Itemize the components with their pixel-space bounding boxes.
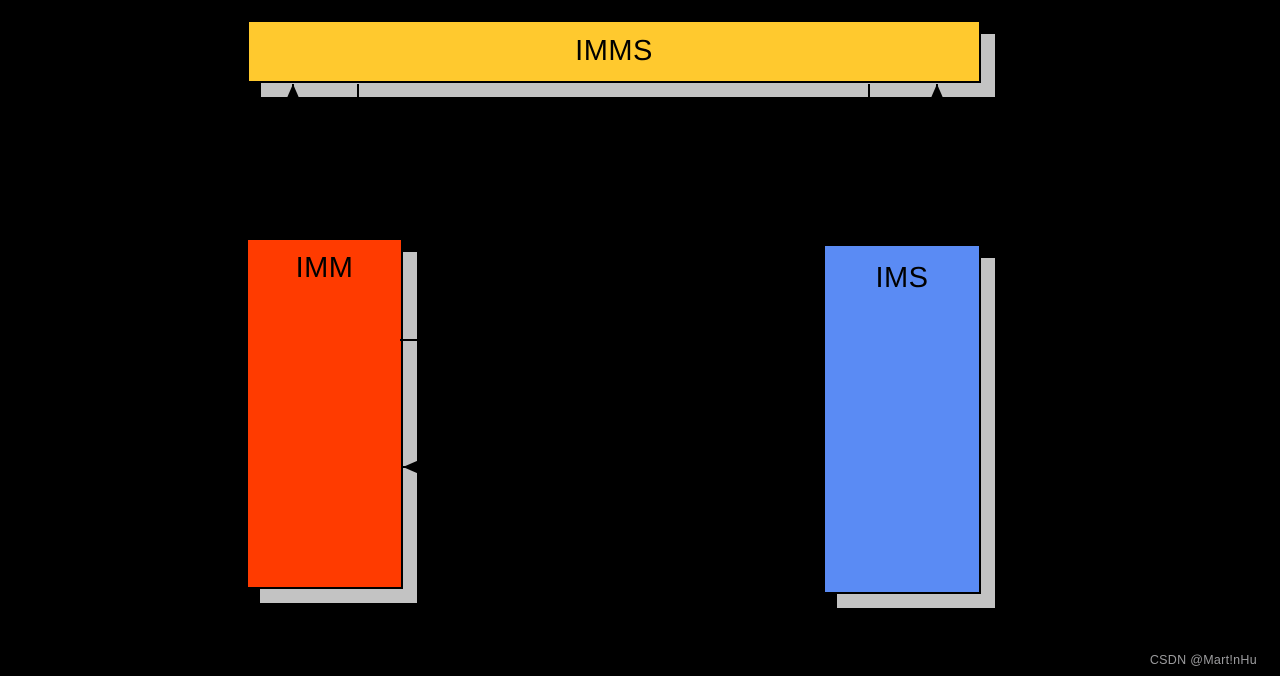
ims-box: IMS (823, 244, 981, 594)
edge-imm-to-imms (286, 84, 300, 238)
ims-label: IMS (875, 262, 929, 294)
edge-imm-to-ims (400, 333, 825, 347)
edge-ims-to-imm (403, 460, 823, 474)
edge-imms-to-imm (351, 84, 365, 240)
imm-box: IMM (246, 238, 403, 589)
imm-label: IMM (295, 252, 354, 284)
imms-box: IMMS (247, 20, 981, 83)
edge-ims-to-imms (930, 84, 944, 244)
edge-imms-to-ims (862, 84, 876, 246)
watermark: CSDN @Mart!nHu (1149, 653, 1257, 667)
imms-label: IMMS (575, 34, 653, 67)
